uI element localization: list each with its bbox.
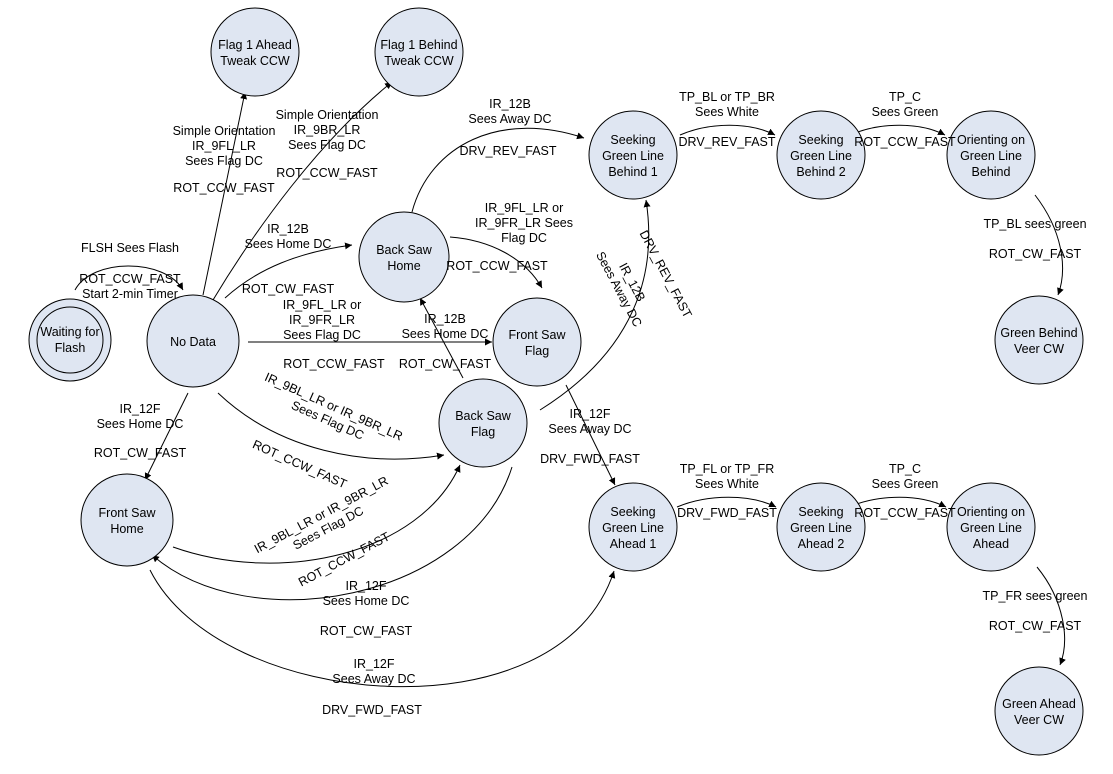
transition-label: FLSH Sees Flash [81, 241, 179, 255]
edge-backsawflag-frontsawhome [151, 466, 513, 601]
edge-nodata-flag1behind [212, 81, 393, 301]
state-no-data: No Data [146, 294, 240, 388]
edge-nodata-backsawhome [224, 242, 353, 299]
transition-action: ROT_CW_FAST [320, 624, 413, 638]
transition-label: IR_9BL_LR or IR_9BR_LRSees Flag DC [252, 474, 398, 570]
edge-orientahead-greenahead [1036, 566, 1066, 666]
transition-action: ROT_CCW_FAST [250, 437, 349, 491]
edge-frontsawflag-seekahead1 [565, 384, 616, 486]
edge-backsawflag-backsawhome [419, 297, 464, 379]
edge-frontsawhome-backsawflag [172, 464, 461, 564]
transition-action: ROT_CW_FAST [94, 446, 187, 460]
edge-waiting-self-loop [74, 265, 184, 291]
transition-action: ROT_CW_FAST [989, 619, 1082, 633]
edge-frontsawhome-seekahead1 [149, 569, 616, 688]
transition-action: DRV_REV_FAST [459, 144, 556, 158]
transition-action: DRV_REV_FAST [637, 228, 695, 321]
state-label: No Data [170, 335, 216, 349]
transition-label: IR_9BL_LR or IR_9BR_LRSees Flag DC [256, 370, 404, 457]
edge-backsawhome-frontsawflag [449, 236, 543, 289]
transition-action: ROT_CW_FAST [242, 282, 335, 296]
edge-nodata-flag1ahead [202, 91, 248, 296]
transition-action: ROT_CCW_FAST [283, 357, 385, 371]
transition-action: ROT_CCW_FAST [446, 259, 548, 273]
edge-seekbehind2-orientbehind [849, 124, 946, 136]
transition-action: DRV_FWD_FAST [677, 506, 777, 520]
transition-action: ROT_CW_FAST [399, 357, 492, 371]
transition-action: ROT_CCW_FAST [854, 506, 956, 520]
transition-action: ROT_CCW_FAST [173, 181, 275, 195]
edge-seekbehind1-seekbehind2 [679, 124, 776, 136]
transition-action: ROT_CW_FAST [989, 247, 1082, 261]
edge-nodata-backsawflag [217, 392, 445, 460]
edge-nodata-frontsawhome [144, 392, 189, 481]
transition-action: ROT_CCW_FAST [854, 135, 956, 149]
transition-action: DRV_FWD_FAST [540, 452, 640, 466]
edge-backsawhome-seekbehind1 [411, 127, 585, 213]
transition-action: DRV_FWD_FAST [322, 703, 422, 717]
transition-action: DRV_REV_FAST [678, 135, 775, 149]
transition-label: TP_BL sees green [983, 217, 1086, 231]
edge-orientbehind-greenbehind [1034, 194, 1064, 296]
edge-seekahead1-seekahead2 [676, 496, 777, 508]
transition-action: ROT_CCW_FAST [276, 166, 378, 180]
transition-label: TP_FR sees green [983, 589, 1088, 603]
edge-seekahead2-orientahead [848, 496, 947, 508]
